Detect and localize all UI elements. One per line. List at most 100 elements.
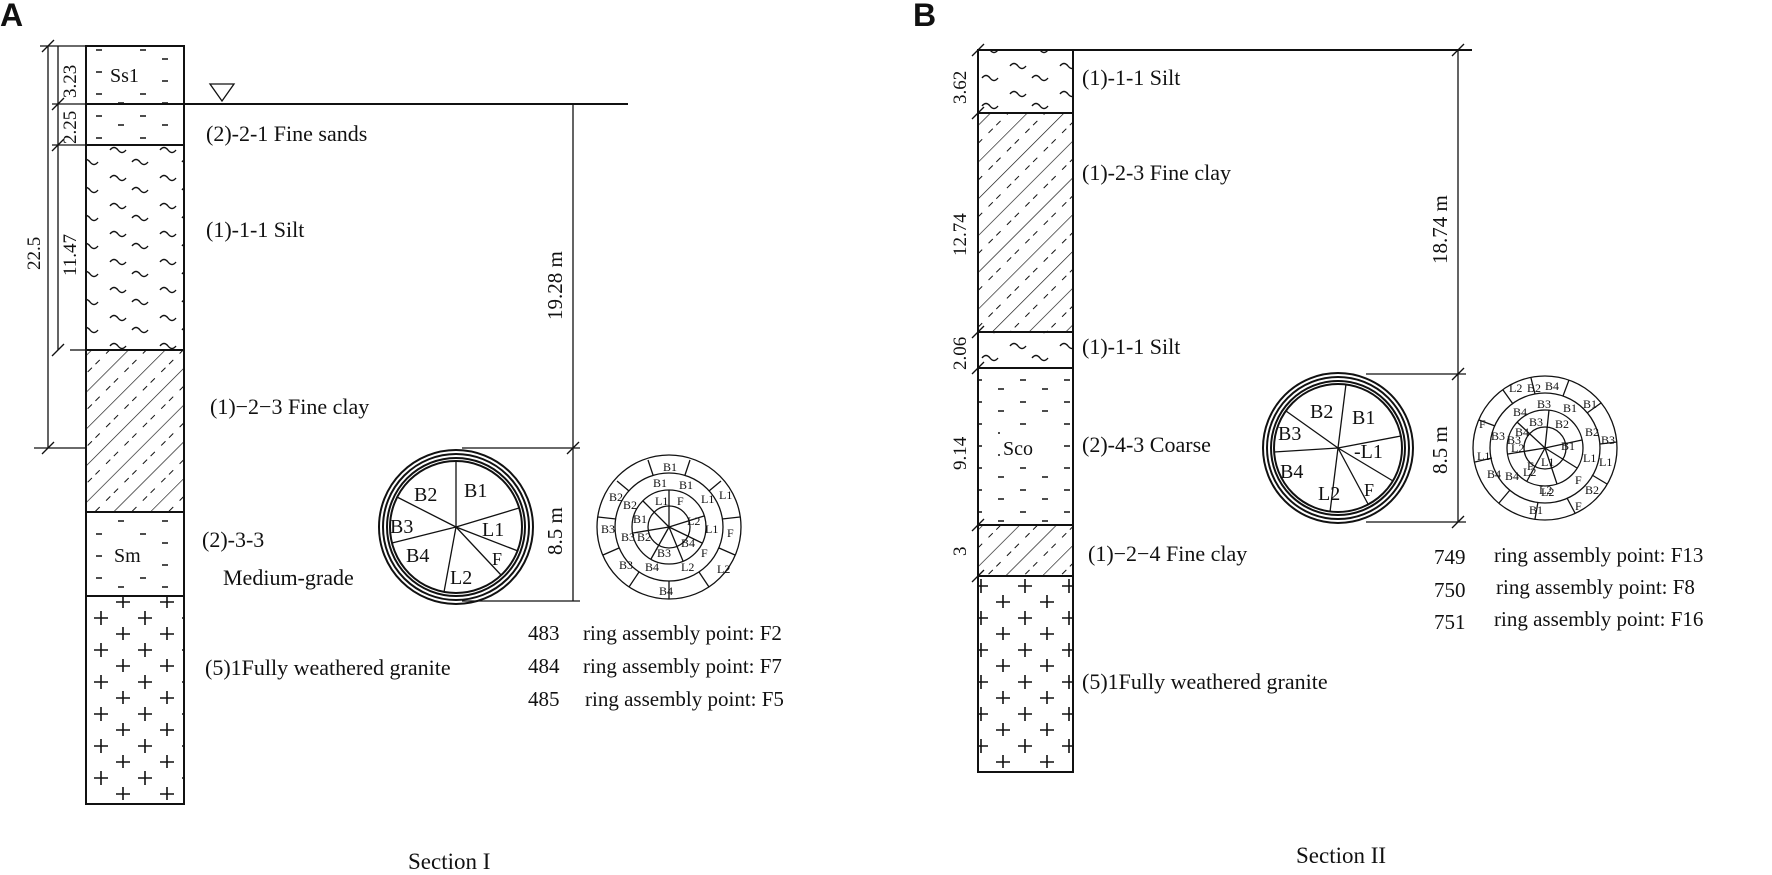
layer-code-sco: Sco <box>1003 438 1033 460</box>
sketch-b-middle-b4b: B4 <box>1505 469 1519 483</box>
sketch-b-middle-f: F <box>1575 473 1582 487</box>
sketch-a-middle-l2: L2 <box>681 560 694 574</box>
panel-letter-b: B <box>913 0 936 33</box>
sketch-a-middle-l1: L1 <box>701 492 714 506</box>
sketch-b-middle-l1: L1 <box>1583 451 1596 465</box>
thickness-3: 3 <box>950 547 971 557</box>
layer-fine-sands <box>86 104 184 145</box>
thickness-2-06: 2.06 <box>950 337 971 370</box>
sketch-b-outer-l1: L1 <box>1599 455 1612 469</box>
sketch-b-inner-l1: L1 <box>1541 455 1554 469</box>
ring-assembly-text: ring assembly point: F2 <box>583 621 782 645</box>
segment-b2-b: B2 <box>1310 401 1333 423</box>
sketch-a-middle-b1b: B1 <box>653 476 667 490</box>
layer-name-coarse: (2)-4-3 Coarse <box>1082 432 1211 457</box>
sketch-b-inner-l2: L2 <box>1511 441 1524 455</box>
tunnel-diameter: 8.5 m <box>543 507 567 555</box>
sketch-b-outer-b4: B4 <box>1545 379 1559 393</box>
layer-granite-b <box>978 576 1073 772</box>
sketch-a-inner-b4: B4 <box>681 536 695 550</box>
sketch-a-outer-l1: L1 <box>719 488 732 502</box>
sketch-b-outer-b3: B3 <box>1601 433 1615 447</box>
segment-b2: B2 <box>414 484 437 506</box>
panel-letter-a: A <box>0 0 23 33</box>
sketch-a-inner-f: F <box>677 494 684 508</box>
sketch-a-outer-b2: B2 <box>609 490 623 504</box>
layer-silt-mid <box>978 332 1073 368</box>
thickness-11-47: 11.47 <box>60 234 81 276</box>
ring-assembly-sketch-a: L1 F L2 B4 B3 B2 B1 B1 L1 L1 F L2 B4 B3 … <box>596 454 742 600</box>
segment-b3-b: B3 <box>1278 423 1301 445</box>
inverted-triangle-icon <box>208 83 236 103</box>
tunnel-dimensions-a: 19.28 m 8.5 m <box>462 104 580 602</box>
sketch-b-inner-b3: B3 <box>1529 415 1543 429</box>
total-dimension: 22.5 <box>24 237 45 270</box>
layer-name-fine-clay: (1)−2−3 Fine clay <box>210 394 369 419</box>
sketch-b-middle-b3b: B3 <box>1491 429 1505 443</box>
segment-l2-b: L2 <box>1318 483 1340 505</box>
layer-name-silt-top: (1)-1-1 Silt <box>1082 65 1180 90</box>
segment-ring-diagram-a: B2 B1 L1 F L2 B4 B3 <box>378 449 534 605</box>
layer-name-granite-b: (5)1Fully weathered granite <box>1082 669 1328 694</box>
ring-number: 750 <box>1434 578 1466 602</box>
layer-granite <box>86 596 184 804</box>
ring-number: 485 <box>528 687 560 711</box>
sketch-b-outer-l2b: L2 <box>1523 465 1536 479</box>
layer-name-granite: (5)1Fully weathered granite <box>205 655 451 680</box>
tunnel-diameter-b: 8.5 m <box>1428 426 1452 474</box>
sketch-a-middle-b3: B3 <box>621 530 635 544</box>
sketch-b-outer-l2: L2 <box>1539 483 1552 497</box>
sketch-a-middle-b1: B1 <box>679 478 693 492</box>
sketch-a-middle-f: F <box>701 546 708 560</box>
sketch-b-inner-b4: B4 <box>1515 425 1529 439</box>
layer-silt-top <box>978 50 1073 113</box>
depth-to-tunnel: 19.28 m <box>543 251 567 320</box>
section-title-b: Section II <box>1296 843 1386 868</box>
sketch-b-middle-l2: L2 <box>1541 485 1554 499</box>
layer-code-sm: Sm <box>114 545 141 567</box>
segment-l2: L2 <box>450 567 472 589</box>
sketch-b-inner-f: F <box>1527 459 1534 473</box>
sketch-b-inner-b2: B2 <box>1555 417 1569 431</box>
thickness-dimensions-b: 3.62 12.74 2.06 9.14 3 <box>950 43 985 583</box>
sketch-b-middle-b3: B3 <box>1537 397 1551 411</box>
ring-assembly-text: ring assembly point: F13 <box>1494 543 1703 567</box>
ring-assembly-text: ring assembly point: F5 <box>585 687 784 711</box>
ring-number: 751 <box>1434 610 1466 634</box>
segment-f: F <box>492 549 502 569</box>
ring-number: 484 <box>528 654 560 678</box>
ring-assembly-list-b: 749 ring assembly point: F13 750 ring as… <box>1434 543 1703 634</box>
thickness-2-25: 2.25 <box>60 111 81 144</box>
sketch-a-inner-b3: B3 <box>657 546 671 560</box>
sketch-a-inner-b2: B2 <box>637 530 651 544</box>
segment-l1: L1 <box>482 519 504 541</box>
ring-number: 483 <box>528 621 560 645</box>
ring-assembly-text: ring assembly point: F7 <box>583 654 782 678</box>
sketch-a-inner-l2: L2 <box>687 514 700 528</box>
layer-fine-clay <box>86 350 184 512</box>
sketch-b-outer-f: F <box>1575 499 1582 513</box>
sketch-b-middle-b2: B2 <box>1585 425 1599 439</box>
thickness-9-14: 9.14 <box>950 436 971 470</box>
layer-fine-clay-b <box>978 113 1073 332</box>
thickness-3-62: 3.62 <box>950 71 971 104</box>
layer-name-medium-grade: (2)-3-3 <box>202 527 264 552</box>
sketch-b-outer-b4b: B4 <box>1487 467 1501 481</box>
segment-b4-b: B4 <box>1280 461 1303 483</box>
layer-silt <box>86 145 184 350</box>
segment-b3: B3 <box>390 516 413 538</box>
sketch-b-outer-b1b: B1 <box>1529 503 1543 517</box>
ring-assembly-text: ring assembly point: F16 <box>1494 607 1703 631</box>
sketch-a-middle-b3b: B3 <box>619 558 633 572</box>
sketch-b-middle-b1: B1 <box>1563 401 1577 415</box>
sketch-a-outer-l2: L2 <box>717 562 730 576</box>
sketch-b-middle-l2b: L2 <box>1509 381 1522 395</box>
tunnel-dimensions-b: 18.74 m 8.5 m <box>1366 43 1466 529</box>
segment-ring-diagram-b: B2 B1 -L1 F L2 B4 B3 <box>1262 372 1414 524</box>
thickness-3-23: 3.23 <box>60 65 81 98</box>
sketch-a-outer-f: F <box>727 526 734 540</box>
depth-to-tunnel-b: 18.74 m <box>1428 195 1452 264</box>
sketch-a-outer-b1: B1 <box>663 460 677 474</box>
sketch-a-inner-b1: B1 <box>633 512 647 526</box>
borehole-column-b: Sco <box>977 49 1074 773</box>
